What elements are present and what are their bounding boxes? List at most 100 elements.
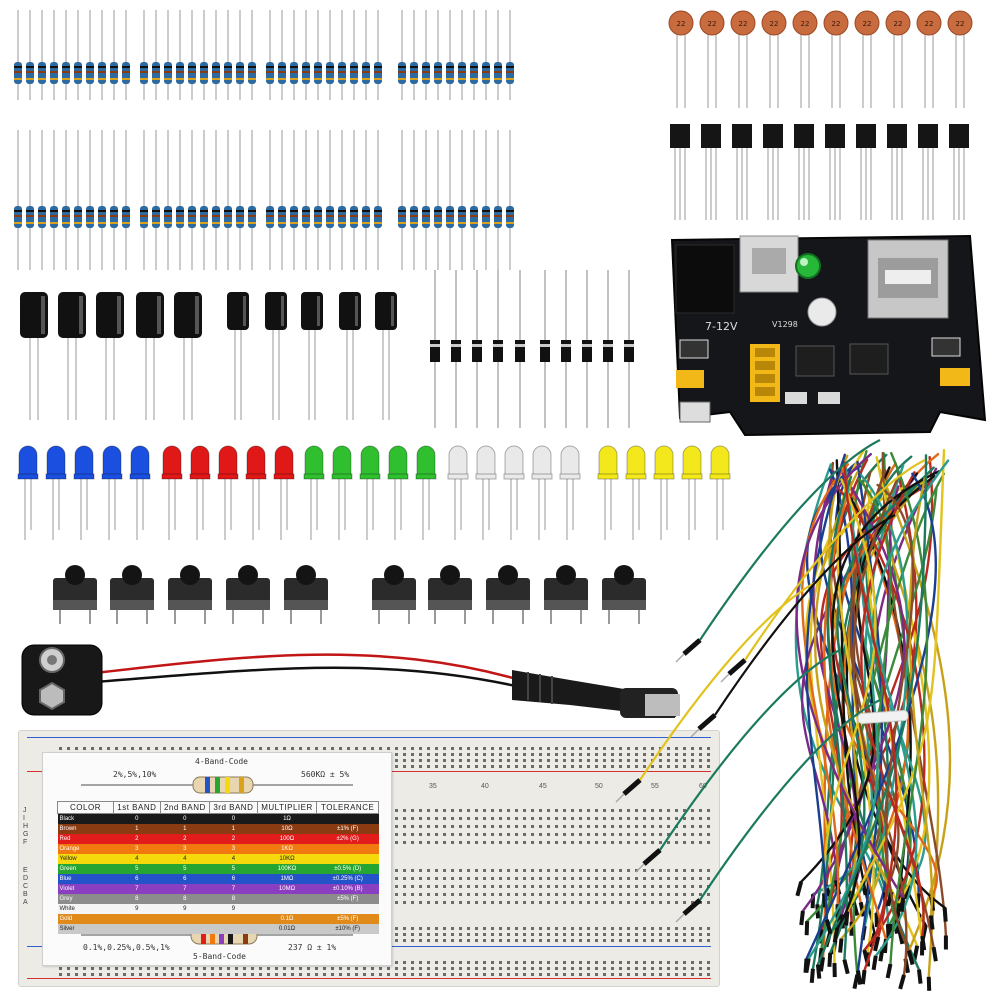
color-table-cell	[209, 914, 258, 924]
resistor	[314, 130, 322, 270]
led	[597, 445, 619, 540]
led	[129, 445, 151, 540]
red-power-rail-bottom	[27, 978, 711, 979]
resistor	[74, 10, 82, 100]
led	[653, 445, 675, 540]
color-table-cell: 9	[209, 904, 258, 914]
jumper-wire	[804, 459, 950, 973]
transistor	[887, 124, 907, 220]
resistor	[164, 10, 172, 100]
capacitor-marking: 22	[863, 20, 872, 28]
led	[559, 445, 581, 540]
color-table-cell: 5	[160, 864, 210, 874]
color-table-cell: 10Ω	[257, 824, 317, 834]
resistor	[278, 10, 286, 100]
tactile-switch	[110, 565, 154, 624]
breadboard-column-number: 40	[481, 783, 489, 790]
five-band-example-value: 237 Ω ± 1%	[288, 943, 337, 952]
led	[503, 445, 525, 540]
led	[45, 445, 67, 540]
color-table-cell: Orange	[57, 844, 114, 854]
color-table-cell: 4	[209, 854, 258, 864]
resistor	[176, 130, 184, 270]
color-table-cell: 10KΩ	[257, 854, 317, 864]
cable-tie	[857, 710, 909, 724]
color-table-cell	[316, 844, 379, 854]
color-table-cell	[113, 914, 161, 924]
ceramic-capacitor: 22	[885, 10, 911, 108]
color-table-cell: 6	[113, 874, 161, 884]
color-table-cell: 3	[209, 844, 258, 854]
resistor	[362, 130, 370, 270]
resistor	[98, 130, 106, 270]
color-table-cell: ±10% (F)	[316, 924, 379, 934]
resistor	[266, 130, 274, 270]
resistor	[164, 130, 172, 270]
capacitor-marking: 22	[801, 20, 810, 28]
color-table-cell	[113, 924, 161, 934]
diode	[451, 270, 461, 428]
led	[625, 445, 647, 540]
resistor	[236, 130, 244, 270]
resistor	[482, 10, 490, 100]
resistor	[14, 130, 22, 270]
led	[447, 445, 469, 540]
transistor	[918, 124, 938, 220]
jumper-wire-end	[635, 649, 841, 873]
resistor	[326, 10, 334, 100]
ceramic-capacitor: 22	[761, 10, 787, 108]
color-table-cell: 4	[160, 854, 210, 864]
five-band-title: 5-Band-Code	[193, 952, 246, 961]
color-table-cell: 10MΩ	[257, 884, 317, 894]
led	[73, 445, 95, 540]
tactile-switch	[226, 565, 270, 624]
color-table-cell: 5	[113, 864, 161, 874]
color-table-cell: 1Ω	[257, 813, 317, 824]
diode-row	[430, 270, 634, 428]
tactile-switch	[428, 565, 472, 624]
color-table-cell	[209, 924, 258, 934]
color-table-cell: 8	[113, 894, 161, 904]
resistor	[98, 10, 106, 100]
diode	[540, 270, 550, 428]
resistor	[506, 130, 514, 270]
resistor	[482, 130, 490, 270]
electrolytic-capacitor	[174, 292, 202, 420]
color-table-cell: ±0.5% (D)	[316, 864, 379, 874]
resistor	[26, 10, 34, 100]
resistor	[38, 130, 46, 270]
led	[709, 445, 731, 540]
color-table-header: TOLERANCE	[316, 801, 379, 814]
resistor	[470, 10, 478, 100]
diode	[493, 270, 503, 428]
color-table-cell: Violet	[57, 884, 114, 894]
resistor	[212, 130, 220, 270]
resistor	[86, 10, 94, 100]
color-table-cell	[316, 904, 379, 914]
diode	[603, 270, 613, 428]
ceramic-capacitor: 22	[916, 10, 942, 108]
color-table-cell	[160, 924, 210, 934]
color-table-cell	[160, 914, 210, 924]
resistor	[62, 10, 70, 100]
resistor	[422, 10, 430, 100]
resistor	[224, 10, 232, 100]
resistor	[302, 130, 310, 270]
color-table-cell: White	[57, 904, 114, 914]
color-table-cell: ±0.25% (C)	[316, 874, 379, 884]
jumper-wire	[844, 448, 946, 926]
tactile-switch	[372, 565, 416, 624]
resistor	[14, 10, 22, 100]
tactile-switch	[168, 565, 212, 624]
diode	[515, 270, 525, 428]
transistor	[794, 124, 814, 220]
